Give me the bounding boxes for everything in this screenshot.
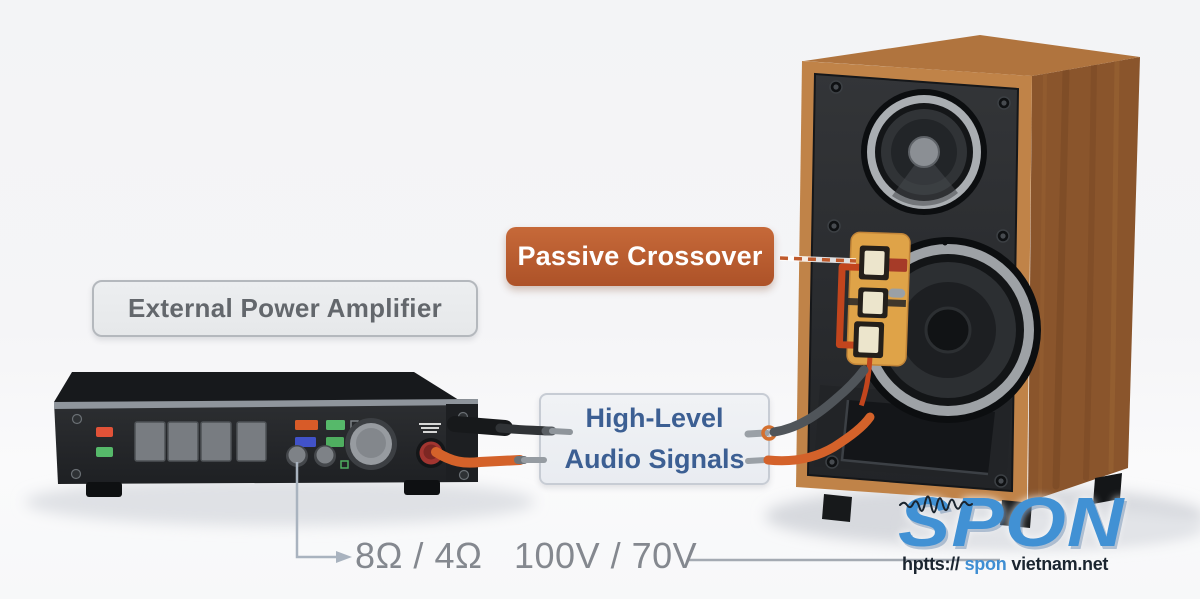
- spon-logo: SPON: [898, 483, 1125, 561]
- url-prefix: hptts://: [902, 554, 960, 574]
- signals-text-line1: High-Level: [585, 403, 724, 433]
- waveform-icon: [899, 495, 973, 514]
- external-power-amplifier-label: External Power Amplifier: [92, 280, 478, 337]
- amp-small-knobs: [286, 445, 336, 467]
- amp-speaker-terminal: [416, 438, 446, 468]
- high-level-audio-signals-label: High-Level Audio Signals: [539, 393, 770, 485]
- url-brand: spon: [964, 554, 1007, 574]
- amp-buttons: [134, 421, 267, 462]
- passive-crossover-text: Passive Crossover: [517, 241, 763, 271]
- impedance-pointer: [295, 462, 352, 563]
- url-suffix: vietnam.net: [1011, 554, 1109, 574]
- passive-crossover-label: Passive Crossover: [506, 227, 774, 286]
- speaker-top-face: [804, 35, 1140, 76]
- speaker-wood-grain: [1038, 59, 1120, 496]
- tweeter-driver: [861, 89, 987, 215]
- voltage-annotation: 100V / 70V: [514, 535, 698, 576]
- amp-led-green: [96, 447, 113, 457]
- speaker-feet: [822, 473, 1122, 528]
- amp-led-red: [96, 427, 113, 437]
- amp-volume-knob: [345, 418, 397, 470]
- signals-text-line2: Audio Signals: [564, 444, 745, 474]
- crossover-terminal-plate: [835, 231, 911, 407]
- terminal-gray-post: [888, 288, 906, 298]
- external-power-amplifier-text: External Power Amplifier: [128, 293, 442, 323]
- binding-posts: [853, 245, 890, 359]
- amp-panel-print: [419, 423, 441, 433]
- speaker-illustration: [796, 35, 1140, 528]
- amp-foot-left: [86, 482, 122, 497]
- amp-foot-right: [404, 480, 440, 495]
- impedance-annotation: 8Ω / 4Ω: [355, 535, 483, 576]
- power-amplifier-illustration: [54, 372, 478, 497]
- amp-top-trim: [54, 399, 478, 409]
- amp-top-face: [54, 372, 462, 402]
